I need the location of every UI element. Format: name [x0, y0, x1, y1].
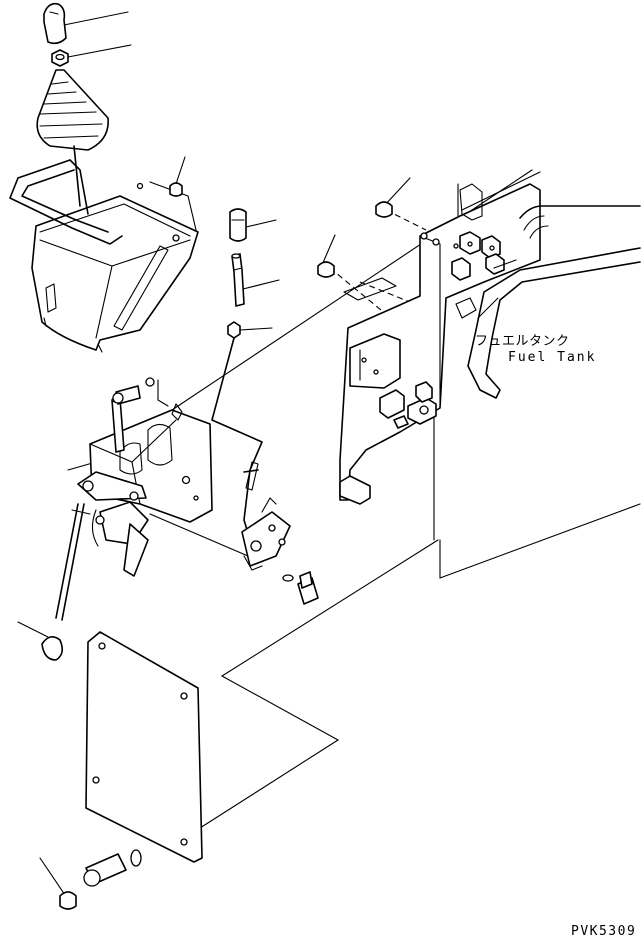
fuel-tank-callout-jp: フュエルタンク: [475, 334, 570, 349]
valve-fitting: [241, 497, 291, 571]
figure-code: PVK5309: [571, 924, 637, 939]
lever-grip: [43, 2, 67, 45]
rubber-caps: [317, 201, 431, 325]
frame-bracket: [339, 183, 541, 505]
linkage-arm: [55, 471, 149, 621]
rubber-cap-small: [169, 182, 183, 197]
leader-lines: [17, 11, 411, 896]
control-cable: [211, 337, 263, 541]
bottom-plate: [85, 631, 203, 863]
nut: [51, 49, 69, 67]
rubber-boot: [36, 69, 109, 207]
fuel-pipe: [455, 247, 641, 399]
cable-boot: [229, 208, 247, 242]
plate-bolt: [59, 849, 142, 910]
bolt-washer: [282, 571, 319, 605]
cable-hose: [231, 253, 245, 307]
fuel-tank-callout-en: Fuel Tank: [508, 350, 597, 365]
rod-knob: [41, 636, 64, 661]
reference-lines: [149, 169, 641, 829]
tank-edge: [461, 171, 641, 239]
console-cover: [9, 159, 199, 353]
cable-nut: [227, 321, 241, 339]
control-box: [89, 377, 213, 523]
